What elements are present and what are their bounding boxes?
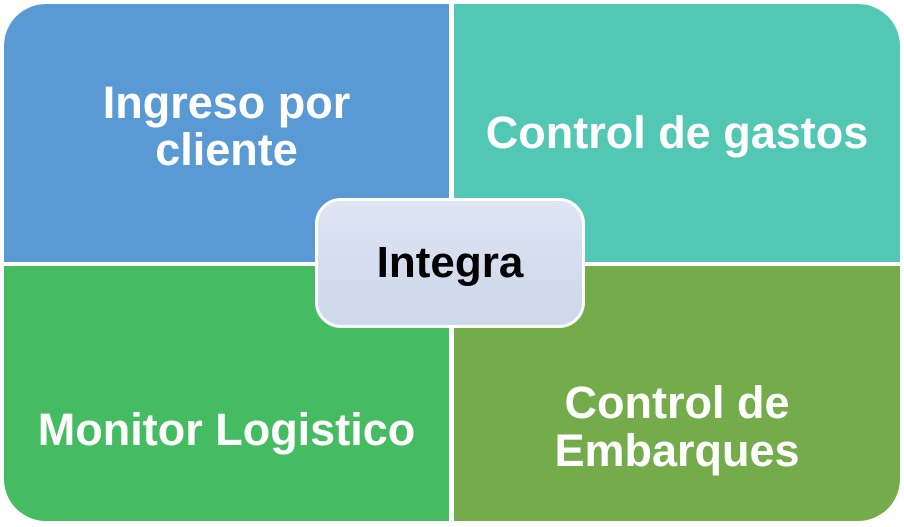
tile-monitor-logistico[interactable]: Monitor Logistico — [4, 266, 449, 521]
tile-label-line: cliente — [155, 124, 298, 175]
tile-label-control-de-embarques: Control de Embarques — [554, 313, 799, 474]
tile-label-control-de-gastos: Control de gastos — [485, 107, 869, 159]
tile-label-monitor-logistico: Monitor Logistico — [37, 334, 416, 455]
tile-label-line: Control de — [564, 377, 790, 429]
tile-label-ingreso-por-cliente: Ingreso por cliente — [102, 76, 351, 188]
tile-label-line: Control de gastos — [485, 107, 869, 159]
tile-label-line: Embarques — [554, 424, 800, 476]
center-title: Integra — [376, 238, 524, 287]
tile-label-line: Ingreso por — [102, 76, 351, 128]
tile-label-line: Monitor Logistico — [37, 403, 416, 455]
tile-ingreso-por-cliente[interactable]: Ingreso por cliente — [4, 4, 449, 262]
center-title-box: Integra — [315, 198, 585, 328]
